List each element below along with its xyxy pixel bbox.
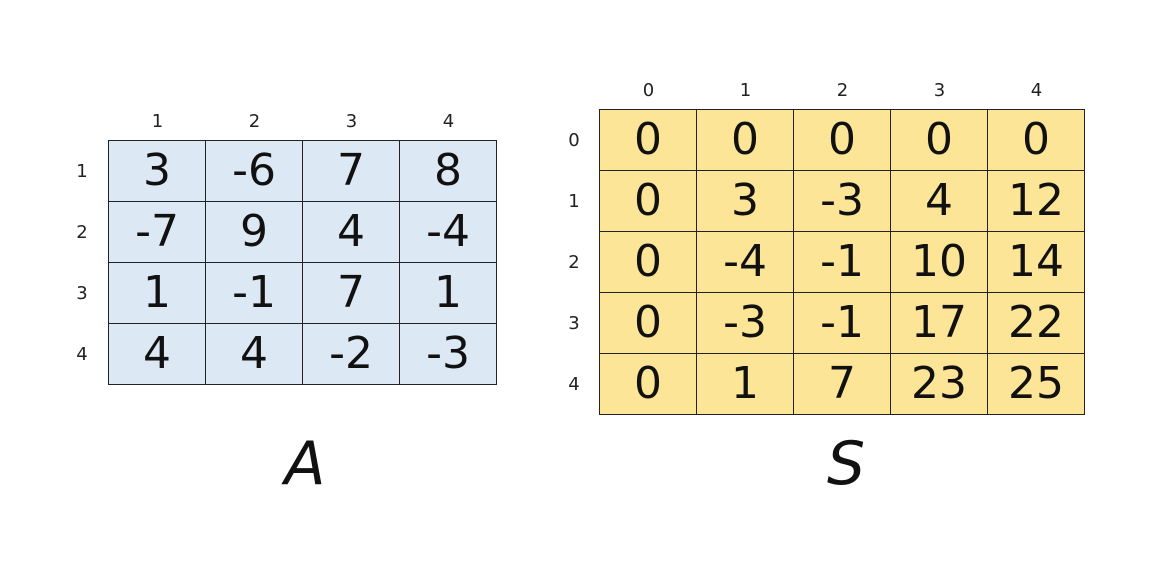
matrix-cell: -4 bbox=[400, 202, 497, 263]
matrix-cell: -2 bbox=[303, 324, 400, 385]
row-label: 2 bbox=[568, 252, 580, 273]
row-label: 2 bbox=[76, 222, 88, 243]
matrix-cell: 0 bbox=[600, 110, 697, 171]
matrix-a-row-labels: 1 2 3 4 bbox=[68, 141, 96, 385]
matrix-cell: 0 bbox=[600, 354, 697, 415]
matrix-cell: 23 bbox=[891, 354, 988, 415]
matrix-cell: 10 bbox=[891, 232, 988, 293]
matrix-cell: 4 bbox=[303, 202, 400, 263]
matrix-cell: 8 bbox=[400, 141, 497, 202]
matrix-cell: 0 bbox=[794, 110, 891, 171]
matrix-cell: 0 bbox=[988, 110, 1085, 171]
column-label: 1 bbox=[151, 110, 164, 132]
column-label: 2 bbox=[836, 79, 849, 101]
column-label: 4 bbox=[1030, 79, 1043, 101]
matrix-cell: 0 bbox=[697, 110, 794, 171]
column-label: 4 bbox=[442, 110, 455, 132]
matrix-cell: 4 bbox=[891, 171, 988, 232]
matrix-cell: 0 bbox=[891, 110, 988, 171]
matrix-cell: -3 bbox=[400, 324, 497, 385]
matrix-cell: 9 bbox=[206, 202, 303, 263]
matrix-a-caption: A bbox=[284, 429, 326, 499]
row-label: 1 bbox=[568, 191, 580, 212]
column-label: 2 bbox=[248, 110, 261, 132]
matrix-cell: 4 bbox=[206, 324, 303, 385]
matrix-cell: 12 bbox=[988, 171, 1085, 232]
matrix-cell: -7 bbox=[109, 202, 206, 263]
matrix-cell: 0 bbox=[600, 293, 697, 354]
matrix-cell: -1 bbox=[206, 263, 303, 324]
matrix-cell: 25 bbox=[988, 354, 1085, 415]
matrix-cell: 7 bbox=[794, 354, 891, 415]
column-label: 3 bbox=[933, 79, 946, 101]
row-label: 4 bbox=[76, 344, 88, 365]
row-label: 4 bbox=[568, 374, 580, 395]
matrix-cell: 7 bbox=[303, 263, 400, 324]
column-label: 0 bbox=[642, 79, 655, 101]
matrix-cell: -3 bbox=[697, 293, 794, 354]
matrix-s-row-labels: 0 1 2 3 4 bbox=[560, 110, 588, 415]
matrix-cell: 14 bbox=[988, 232, 1085, 293]
matrix-cell: 1 bbox=[400, 263, 497, 324]
row-label: 3 bbox=[76, 283, 88, 304]
row-label: 0 bbox=[568, 130, 580, 151]
row-label: 1 bbox=[76, 161, 88, 182]
matrix-cell: 17 bbox=[891, 293, 988, 354]
matrix-cell: 0 bbox=[600, 171, 697, 232]
matrix-a-column-labels: 1 2 3 4 bbox=[109, 108, 497, 134]
matrix-cell: 0 bbox=[600, 232, 697, 293]
matrix-cell: -4 bbox=[697, 232, 794, 293]
column-label: 1 bbox=[739, 79, 752, 101]
matrix-s-column-labels: 0 1 2 3 4 bbox=[600, 77, 1085, 103]
matrix-cell: 7 bbox=[303, 141, 400, 202]
matrix-cell: 3 bbox=[697, 171, 794, 232]
matrix-s-caption: S bbox=[826, 429, 866, 499]
matrix-cell: 4 bbox=[109, 324, 206, 385]
matrix-cell: 22 bbox=[988, 293, 1085, 354]
matrix-cell: -6 bbox=[206, 141, 303, 202]
matrix-cell: 3 bbox=[109, 141, 206, 202]
column-label: 3 bbox=[345, 110, 358, 132]
row-label: 3 bbox=[568, 313, 580, 334]
matrix-s-grid: 0 0 0 0 0 0 3 -3 4 12 0 -4 -1 10 14 0 -3… bbox=[599, 109, 1085, 415]
matrix-cell: -1 bbox=[794, 232, 891, 293]
matrix-cell: 1 bbox=[697, 354, 794, 415]
matrix-a-grid: 3 -6 7 8 -7 9 4 -4 1 -1 7 1 4 4 -2 -3 bbox=[108, 140, 497, 385]
matrix-cell: 1 bbox=[109, 263, 206, 324]
matrix-cell: -3 bbox=[794, 171, 891, 232]
matrix-cell: -1 bbox=[794, 293, 891, 354]
